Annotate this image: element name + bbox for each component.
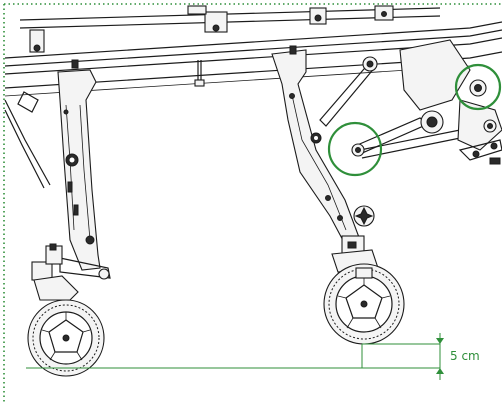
left-handle (4, 91, 51, 189)
highlight-circles (327, 63, 502, 177)
arrow-up-icon (436, 368, 444, 374)
middle-caster (323, 235, 405, 345)
stretcher-frame (4, 5, 502, 97)
dotted-frame (3, 3, 502, 403)
highlight-circle-right (454, 63, 502, 111)
dimension-label: 5 cm (450, 349, 480, 363)
left-leg (57, 59, 111, 280)
arrow-down-icon (436, 338, 444, 344)
scissor-linkage (319, 39, 502, 227)
left-caster (27, 243, 105, 377)
height-dimension: 5 cm (26, 333, 480, 380)
highlight-circle-middle (327, 121, 383, 177)
